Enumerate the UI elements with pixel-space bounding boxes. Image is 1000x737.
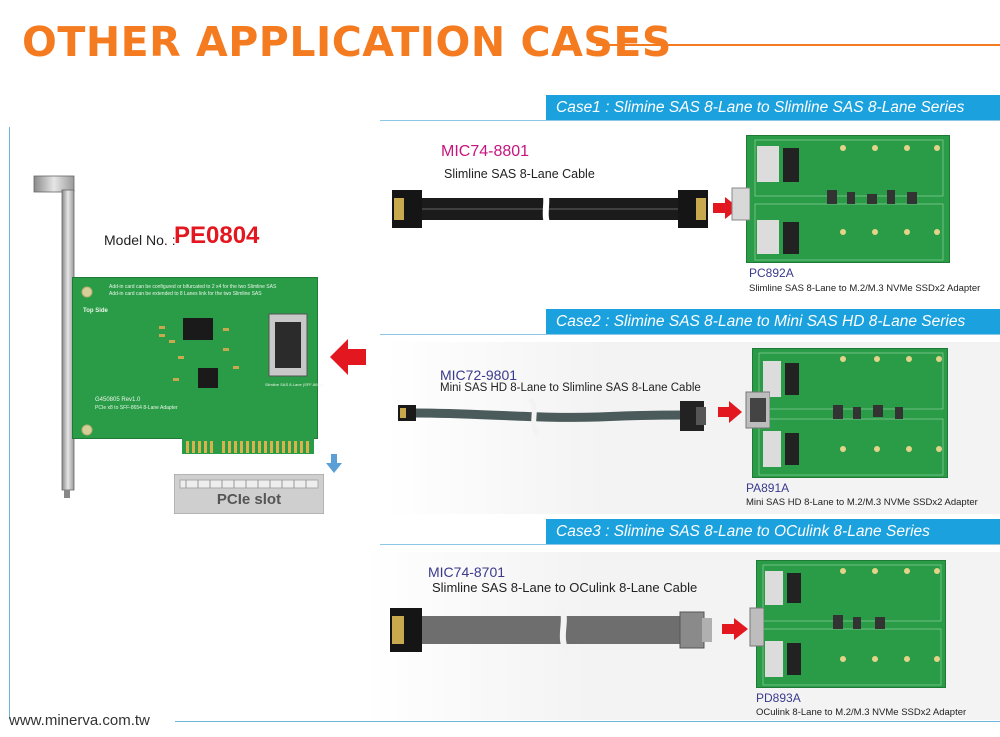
case2-product-code: PA891A	[746, 481, 790, 495]
arrow-right-icon	[713, 197, 739, 219]
model-code: PE0804	[174, 222, 260, 249]
case3-product-desc: OCulink 8-Lane to M.2/M.3 NVMe SSDx2 Ada…	[756, 707, 967, 718]
pc892a-pcb	[746, 135, 950, 263]
website-link[interactable]: www.minerva.com.tw	[9, 712, 150, 729]
pcb-side-label: Top Side	[83, 308, 108, 314]
cable-break-icon	[539, 185, 553, 232]
case1-product-code: PC892A	[749, 266, 794, 280]
case2-cable-desc: Mini SAS HD 8-Lane to Slimline SAS 8-Lan…	[440, 382, 701, 394]
pd893a-pcb	[756, 560, 946, 688]
case3-cable-desc: Slimline SAS 8-Lane to OCulink 8-Lane Ca…	[432, 580, 698, 595]
case3-rule	[380, 544, 1000, 545]
pcb-rev: G450805 Rev1.0	[95, 397, 141, 403]
arrow-down-icon	[326, 454, 342, 473]
case1-header: Case1 : Slimine SAS 8-Lane to Slimline S…	[546, 95, 1000, 121]
case1-rule	[380, 120, 1000, 121]
footer-rule	[175, 721, 1000, 722]
case3-header: Case3 : Slimine SAS 8-Lane to OCulink 8-…	[546, 519, 1000, 545]
pcie-slot	[174, 474, 324, 514]
case1-cable	[392, 185, 708, 232]
arrow-right-icon	[722, 618, 748, 640]
case1-cable-code: MIC74-8801	[441, 143, 530, 160]
pcb-text-1: Add-in card can be configured or bifurca…	[109, 284, 277, 290]
case2-product-desc: Mini SAS HD 8-Lane to M.2/M.3 NVMe SSDx2…	[746, 497, 978, 508]
title-rule	[596, 44, 1000, 46]
model-label: Model No. :	[104, 232, 176, 248]
case2-cable-code: MIC72-9801	[440, 367, 518, 383]
connector-label: Slimline SAS 8-Lane (SFF-8654)	[265, 382, 324, 387]
page-title: OTHER APPLICATION CASES	[22, 18, 672, 66]
pcie-slot-label: PCIe slot	[216, 491, 282, 508]
pe0804-pcb: Add-in card can be configured or bifurca…	[72, 277, 323, 439]
pa891a-pcb	[752, 348, 948, 478]
arrow-left-icon	[330, 339, 366, 375]
case3-cable-code: MIC74-8701	[428, 564, 506, 580]
case3-product-code: PD893A	[756, 691, 801, 705]
case2-cable	[398, 397, 706, 437]
case2-header: Case2 : Slimine SAS 8-Lane to Mini SAS H…	[546, 309, 1000, 335]
case1-cable-desc: Slimline SAS 8-Lane Cable	[444, 167, 595, 181]
pcb-desc: PCIe x8 to SFF-8654 8-Lane Adapter	[95, 405, 178, 411]
pcb-text-2: Add-in card can be extended to 8 Lanes l…	[109, 291, 262, 297]
case3-cable	[390, 604, 712, 656]
gold-finger	[182, 438, 314, 454]
arrow-right-icon	[718, 401, 742, 423]
case1-product-desc: Slimline SAS 8-Lane to M.2/M.3 NVMe SSDx…	[749, 283, 981, 294]
case2-rule	[380, 334, 1000, 335]
left-divider	[9, 127, 10, 719]
